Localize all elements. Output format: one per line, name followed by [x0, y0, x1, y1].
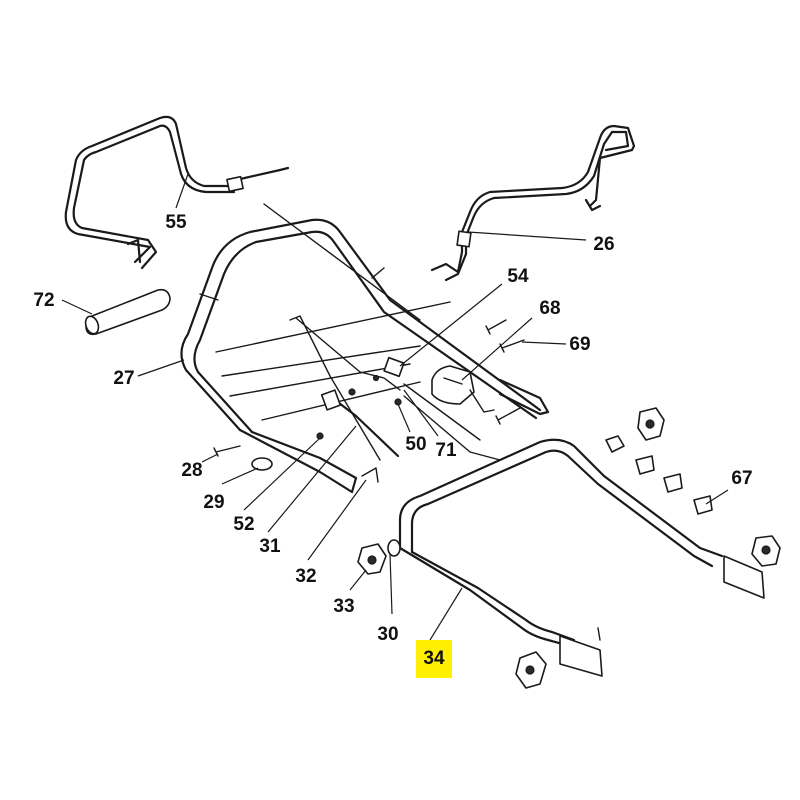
cable-assembly: [289, 315, 501, 461]
callout-27: 27: [113, 368, 134, 389]
part-68-control: [431, 365, 495, 413]
callout-32: 32: [295, 566, 316, 587]
callout-34: 34: [423, 648, 445, 669]
part-26-bail-bar: [430, 124, 636, 282]
part-55-bail-bar: [64, 115, 290, 270]
part-72-grip: [84, 288, 171, 336]
callout-29: 29: [203, 492, 224, 513]
part-34-lower-handle: [398, 438, 765, 677]
callout-31: 31: [259, 536, 281, 557]
highlight-marker: [416, 640, 452, 678]
callout-50: 50: [405, 434, 426, 455]
callout-30: 30: [377, 624, 398, 645]
callout-52: 52: [233, 514, 254, 535]
callout-55: 55: [165, 212, 187, 233]
knobs: [357, 407, 781, 689]
callout-69: 69: [569, 334, 590, 355]
callout-68: 68: [539, 298, 560, 319]
callout-28: 28: [181, 460, 202, 481]
leader-lines: [61, 173, 729, 641]
callout-71: 71: [435, 440, 457, 461]
callout-33: 33: [333, 596, 354, 617]
callout-54: 54: [507, 266, 529, 287]
callout-67: 67: [731, 468, 752, 489]
part-27-upper-handle: [180, 203, 550, 494]
callout-72: 72: [33, 290, 54, 311]
bolts: [213, 319, 525, 483]
callout-labels: 55 26 72 54 68 69 27 50 71 28 29 52 31 3…: [33, 212, 752, 669]
callout-26: 26: [593, 234, 614, 255]
